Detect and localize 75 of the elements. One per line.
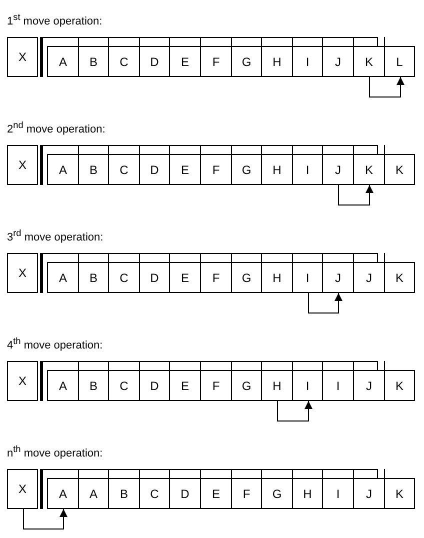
array-cell: K (384, 370, 415, 401)
array-cell: C (139, 478, 170, 509)
move-arrow (308, 292, 342, 314)
array-cell: H (261, 46, 293, 77)
array-cell: J (322, 262, 354, 293)
array-cell: I (292, 154, 323, 185)
array-cell: A (47, 46, 79, 77)
array-cell: I (292, 262, 323, 293)
row-heading: n$^{th}$ move operation: (7, 444, 103, 460)
array-cell: A (78, 478, 109, 509)
array-cell: A (47, 154, 79, 185)
array-cell: B (108, 478, 140, 509)
array-cell: J (353, 478, 385, 509)
move-arrow (277, 400, 312, 422)
array-cell: D (139, 262, 170, 293)
array-cell: B (78, 370, 109, 401)
array-cell: C (108, 46, 140, 77)
array-cell: J (353, 262, 385, 293)
array-cell: I (292, 370, 323, 401)
array-cell: A (47, 262, 79, 293)
array-cell: H (261, 370, 293, 401)
array-cell: E (169, 370, 201, 401)
array-cell: E (200, 478, 232, 509)
row-heading: 1$^{st}$ move operation: (7, 12, 102, 28)
row-heading: 4$^{th}$ move operation: (7, 336, 103, 352)
element-box: X (7, 37, 38, 77)
array-cell: F (200, 370, 232, 401)
array-cell: E (169, 262, 201, 293)
array-cell: J (353, 370, 385, 401)
row-heading: 3$^{rd}$ move operation: (7, 228, 104, 244)
array-cell: C (108, 370, 140, 401)
array-cell: E (169, 46, 201, 77)
array-cell: I (322, 478, 354, 509)
move-arrow (23, 508, 68, 530)
array-cell: I (322, 370, 354, 401)
array-cell: A (47, 478, 79, 509)
array-cell: H (292, 478, 323, 509)
array-cell: K (384, 154, 415, 185)
array-cell: B (78, 46, 109, 77)
move-arrow (338, 184, 374, 206)
array-cell: A (47, 370, 79, 401)
array-cell: K (384, 478, 415, 509)
array-cell: G (231, 262, 262, 293)
element-box: X (7, 253, 38, 293)
array-cell: K (384, 262, 415, 293)
array-cell: F (231, 478, 262, 509)
array-cell: D (139, 154, 170, 185)
array-cell: J (322, 154, 354, 185)
element-box: X (7, 361, 38, 401)
array-cell: F (200, 154, 232, 185)
array-cell: G (231, 370, 262, 401)
element-box: X (7, 145, 38, 185)
array-cell: D (139, 370, 170, 401)
array-cell: K (353, 154, 385, 185)
array-cell: L (384, 46, 415, 77)
array-cell: H (261, 262, 293, 293)
array-cell: B (78, 154, 109, 185)
array-cell: C (108, 262, 140, 293)
array-cell: G (231, 154, 262, 185)
array-cell: C (108, 154, 140, 185)
array-cell: J (322, 46, 354, 77)
array-cell: G (261, 478, 293, 509)
array-cell: D (139, 46, 170, 77)
move-arrow (369, 76, 404, 98)
array-cell: F (200, 46, 232, 77)
array-cell: B (78, 262, 109, 293)
array-cell: K (353, 46, 385, 77)
array-cell: F (200, 262, 232, 293)
array-cell: I (292, 46, 323, 77)
array-cell: G (231, 46, 262, 77)
array-cell: D (169, 478, 201, 509)
element-box: X (7, 469, 38, 509)
array-cell: E (169, 154, 201, 185)
array-cell: H (261, 154, 293, 185)
row-heading: 2$^{nd}$ move operation: (7, 120, 106, 136)
